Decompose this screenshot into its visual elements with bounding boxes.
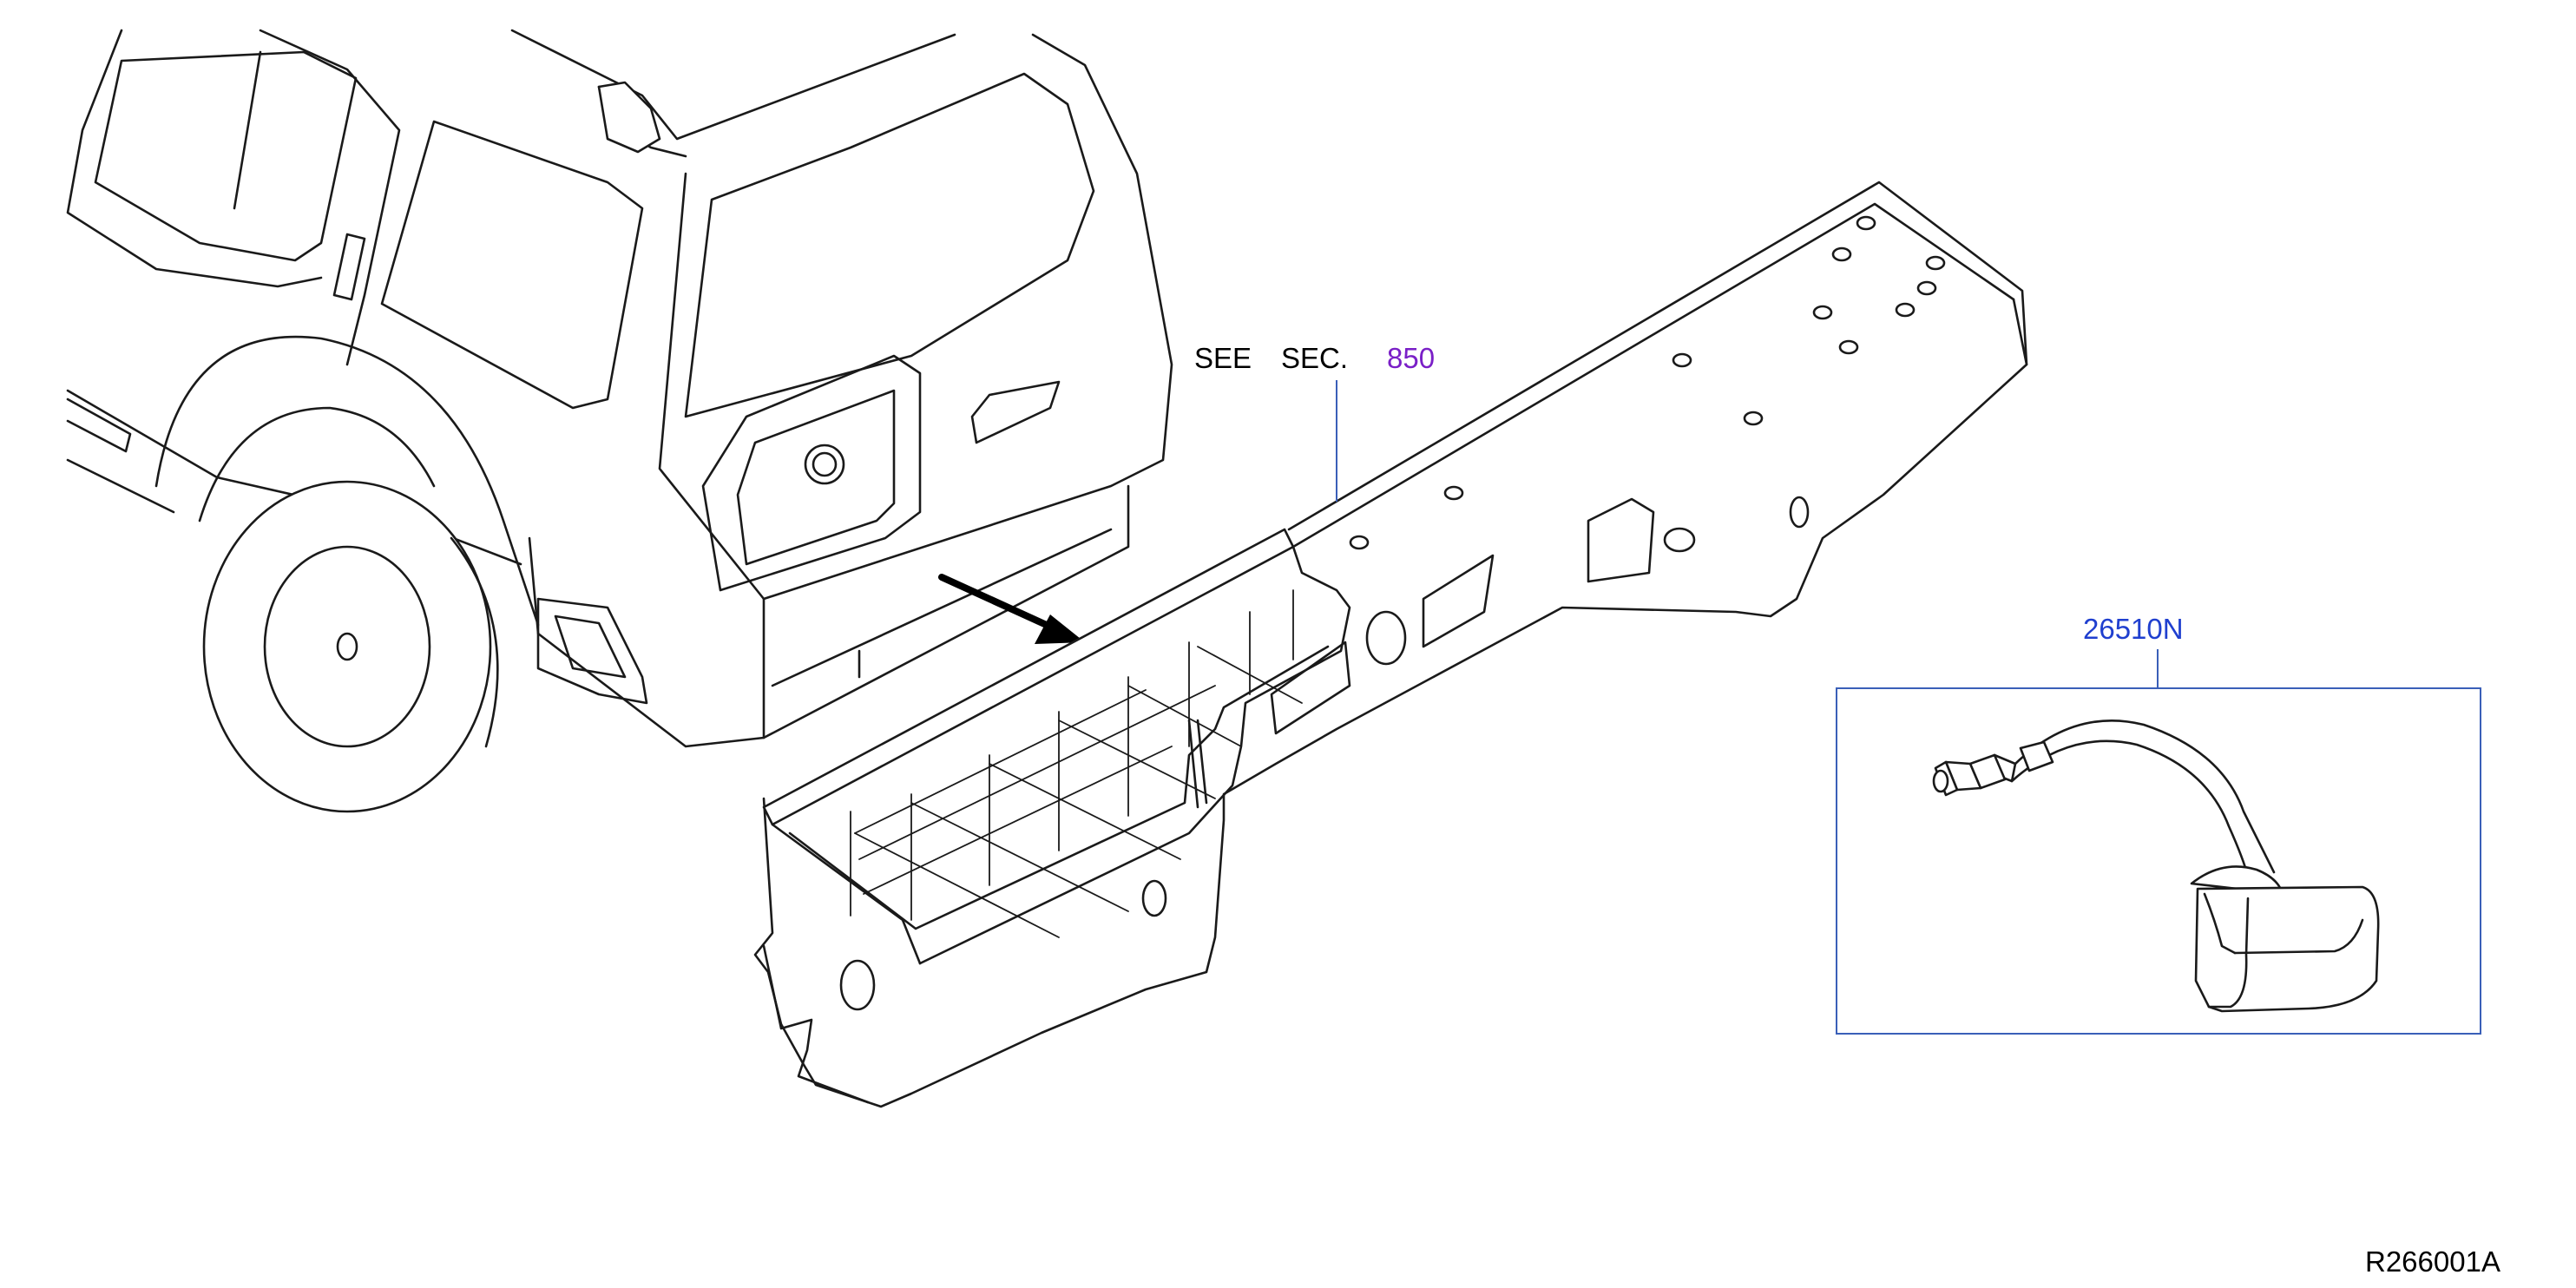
part-detail-box (1836, 687, 2481, 1035)
bumper-reinforcement-illustration (753, 181, 2028, 1108)
see-label: SEE (1194, 342, 1252, 374)
section-reference-callout: SEE SEC. 850 (1194, 342, 1435, 502)
part-26510N-callout: 26510N (1836, 613, 2481, 1035)
drawing-id-label: R266001A (2365, 1245, 2500, 1278)
section-number-link[interactable]: 850 (1387, 342, 1435, 374)
license-lamp-illustration (1932, 720, 2380, 1013)
sec-label: SEC. (1281, 342, 1348, 374)
part-number-link[interactable]: 26510N (2083, 613, 2184, 645)
vehicle-rear-illustration (66, 29, 1173, 813)
direction-arrow (938, 574, 1085, 644)
